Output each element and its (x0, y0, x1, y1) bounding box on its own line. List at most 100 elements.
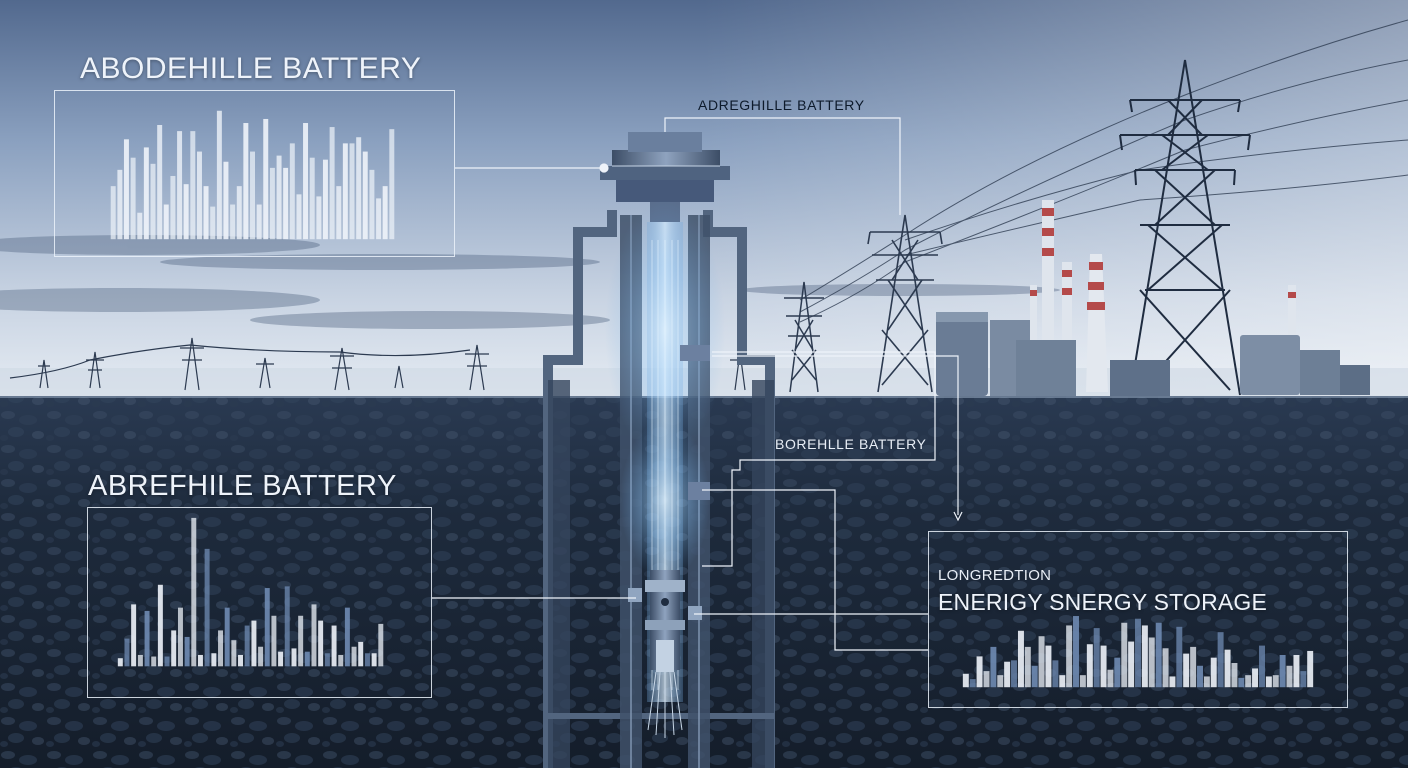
bar (356, 137, 362, 240)
pylon-medium-2 (867, 214, 943, 393)
bar (177, 607, 183, 667)
bar (358, 641, 364, 667)
title-top-left: ABODEHILLE BATTERY (80, 52, 422, 85)
distant-pylons (9, 337, 750, 391)
bar (276, 155, 282, 240)
bar (378, 623, 384, 667)
bar (962, 673, 969, 688)
bar (183, 184, 189, 240)
bar (163, 204, 169, 240)
pylon-medium-1 (784, 281, 824, 393)
bar (322, 159, 328, 240)
chart-panel-bottom-left (87, 507, 432, 698)
bar (1210, 657, 1217, 688)
bar (303, 123, 309, 240)
bar (164, 656, 170, 667)
bar (1217, 632, 1224, 688)
bar (137, 654, 143, 667)
bar (1293, 654, 1300, 688)
bar (1272, 675, 1279, 688)
bar (369, 169, 375, 240)
bar (1190, 646, 1197, 688)
bar (324, 653, 330, 667)
bar (130, 157, 136, 240)
bar (236, 186, 242, 240)
bar (344, 607, 350, 667)
borehole-rig (543, 132, 775, 768)
bar (1066, 625, 1073, 688)
label-storage-small: LONGREDTION (938, 567, 1052, 584)
bar (244, 625, 250, 667)
bar (1017, 630, 1024, 688)
bar (216, 110, 222, 240)
bar (271, 615, 277, 667)
label-borehole-callout: BOREHLLE BATTERY (775, 436, 927, 452)
bar (1121, 622, 1128, 688)
bar (309, 157, 315, 240)
bar (1265, 676, 1272, 688)
bar (1011, 660, 1017, 688)
bar (157, 124, 163, 240)
bar (190, 131, 196, 240)
label-storage-large: ENERIGY SNERGY STORAGE (938, 589, 1268, 615)
bar (997, 675, 1004, 688)
bar (1079, 675, 1086, 688)
bar (184, 636, 190, 667)
bar (203, 186, 209, 240)
bar (291, 648, 297, 667)
bar (1024, 646, 1031, 688)
bar (371, 653, 377, 667)
bar (1252, 668, 1259, 688)
bar (382, 186, 388, 240)
bar (191, 517, 197, 667)
bar (342, 143, 348, 240)
bar (284, 586, 290, 667)
power-plant (936, 200, 1370, 396)
chart-panel-top-left (54, 90, 455, 257)
bar (1300, 671, 1307, 688)
bar (1128, 641, 1135, 688)
bar (990, 646, 997, 688)
bar (1052, 660, 1059, 688)
bar (204, 548, 210, 667)
bar (364, 653, 370, 667)
bar (329, 127, 335, 240)
bar (1169, 676, 1176, 688)
pylon-large (1119, 59, 1251, 396)
title-middle-left: ABREFHILE BATTERY (88, 470, 397, 502)
bar (137, 212, 143, 240)
bar (123, 139, 129, 240)
bar (230, 204, 236, 240)
bar (1183, 653, 1190, 688)
bar (110, 186, 116, 240)
bar (983, 671, 990, 688)
bar (336, 186, 342, 240)
bar (238, 654, 243, 667)
bar (296, 194, 302, 240)
bar (211, 653, 217, 667)
bar (1279, 654, 1286, 688)
bar (1176, 626, 1183, 688)
bar (1197, 665, 1203, 688)
bar (117, 169, 123, 240)
bar (318, 620, 324, 667)
bar (976, 656, 983, 688)
bar (197, 654, 203, 667)
bar (117, 658, 123, 667)
bar (289, 143, 295, 240)
bar (243, 123, 249, 240)
bar (143, 147, 149, 240)
bar (151, 656, 157, 667)
bar (1245, 675, 1252, 688)
bar (1038, 636, 1045, 688)
bar (170, 175, 176, 240)
bar (1307, 650, 1314, 688)
bar (1238, 677, 1245, 688)
bar (1259, 645, 1265, 688)
bar (231, 640, 237, 667)
bar (351, 646, 357, 667)
bar (1107, 669, 1114, 688)
bar (177, 131, 183, 240)
